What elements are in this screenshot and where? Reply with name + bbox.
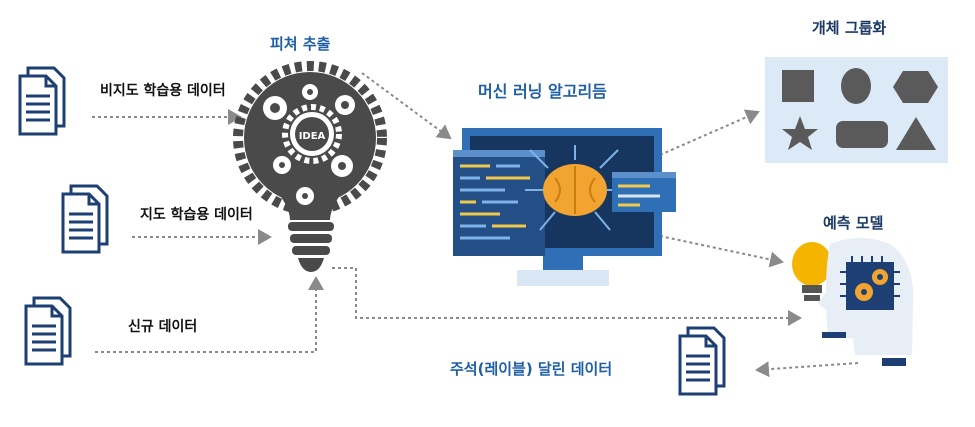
document-icon-unsupervised bbox=[18, 66, 66, 136]
flow-arrows bbox=[92, 72, 859, 378]
bulb-text: IDEA bbox=[299, 131, 326, 142]
shapes-icon bbox=[765, 57, 948, 163]
monitor-brain-icon bbox=[453, 128, 676, 286]
title-object-grouping: 개체 그룹화 bbox=[812, 19, 887, 37]
label-supervised-data: 지도 학습용 데이터 bbox=[140, 207, 253, 223]
document-icon-labeled bbox=[678, 326, 726, 396]
title-ml-algorithm: 머신 러닝 알고리듬 bbox=[478, 82, 607, 101]
label-unsupervised-data: 비지도 학습용 데이터 bbox=[100, 83, 226, 99]
document-icon-supervised bbox=[61, 184, 109, 254]
title-predict-model: 예측 모델 bbox=[823, 214, 884, 232]
lightbulb-gears-icon: IDEA bbox=[233, 61, 387, 272]
title-feature-extraction: 피쳐 추출 bbox=[270, 35, 331, 53]
document-icon-new bbox=[24, 296, 72, 366]
head-chip-icon bbox=[792, 238, 914, 366]
label-new-data: 신규 데이터 bbox=[128, 319, 198, 335]
title-labeled-data: 주석(레이블) 달린 데이터 bbox=[450, 360, 613, 378]
